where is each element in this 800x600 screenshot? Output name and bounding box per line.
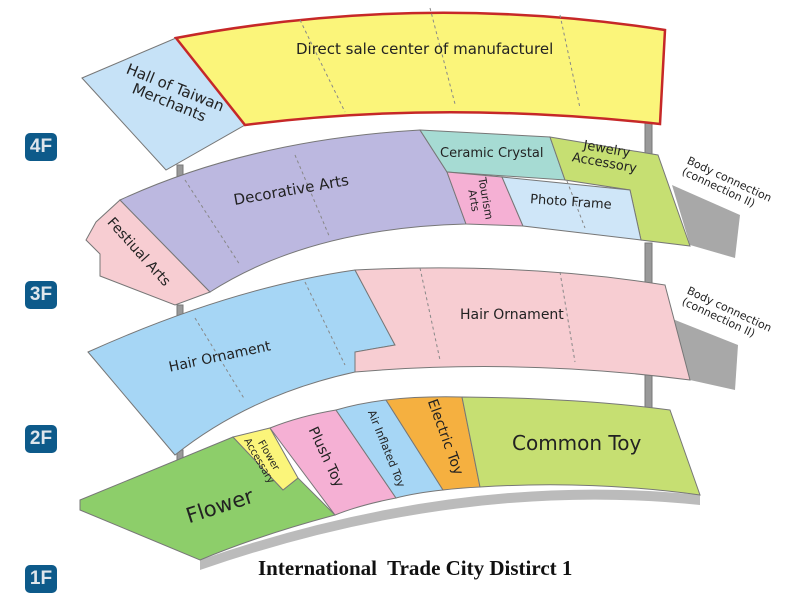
floor-1f-shadow — [200, 489, 700, 570]
zone-flower[interactable] — [79, 436, 336, 561]
label-direct-sale: Direct sale center of manufacturel — [296, 40, 554, 58]
zone-flower-accessory[interactable] — [232, 427, 299, 491]
zone-common-toy[interactable] — [461, 396, 701, 496]
floor-badge-2f[interactable]: 2F — [25, 425, 57, 453]
label-hair-ornament-right: Hair Ornament — [460, 307, 564, 323]
body-connection-3f — [672, 185, 740, 258]
zone-direct-sale[interactable] — [173, 11, 667, 127]
floor-badge-1f[interactable]: 1F — [25, 565, 57, 593]
zone-festival-arts[interactable] — [85, 199, 211, 306]
zone-hair-ornament-right[interactable] — [354, 267, 691, 381]
zone-photo-frame[interactable] — [501, 176, 642, 241]
map-title: International Trade City Distirct 1 — [258, 556, 573, 580]
floor-badge-3f[interactable]: 3F — [25, 281, 57, 309]
label-ceramic-crystal: Ceramic Crystal — [440, 146, 544, 161]
floor-badge-4f[interactable]: 4F — [25, 133, 57, 161]
body-connection-2f — [670, 318, 738, 390]
label-common-toy: Common Toy — [512, 431, 642, 455]
